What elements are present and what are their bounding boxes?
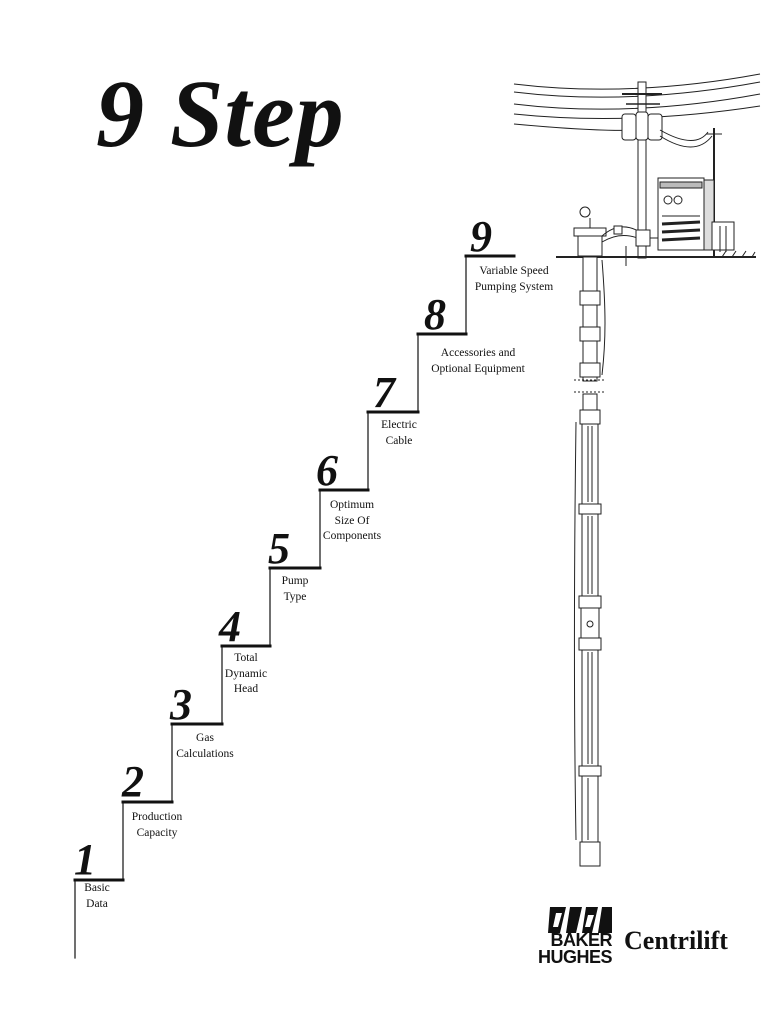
- step-2-label: Production Capacity: [131, 811, 183, 839]
- company-line1: BAKER: [550, 930, 612, 950]
- step-8-number: 8: [424, 290, 446, 339]
- step-5-number: 5: [268, 524, 290, 573]
- company-line2: HUGHES: [537, 947, 613, 967]
- step-5-label: Pump Type: [281, 575, 309, 603]
- step-1-number: 1: [74, 835, 96, 884]
- brand-name: Centrilift: [624, 926, 728, 955]
- step-4-number: 4: [219, 602, 241, 651]
- step-2-number: 2: [122, 757, 144, 806]
- page-title: 9 Step: [96, 60, 345, 167]
- step-6-number: 6: [316, 446, 338, 495]
- step-9-label: Variable Speed Pumping System: [474, 265, 554, 293]
- step-3-number: 3: [170, 680, 192, 729]
- step-7-label: Electric Cable: [381, 419, 417, 447]
- baker-hughes-wordmark: BAKER HUGHES: [512, 930, 613, 967]
- step-1-label: Basic Data: [84, 882, 110, 910]
- step-7-number: 7: [373, 368, 395, 417]
- step-4-label: Total Dynamic Head: [224, 652, 268, 695]
- step-3-label: Gas Calculations: [176, 732, 234, 760]
- step-6-label: Optimum Size Of Components: [322, 499, 382, 542]
- step-9-number: 9: [470, 212, 492, 261]
- step-8-label: Accessories and Optional Equipment: [431, 347, 525, 375]
- baker-hughes-logo-icon: [548, 907, 612, 933]
- esp-well-illustration: [513, 73, 761, 867]
